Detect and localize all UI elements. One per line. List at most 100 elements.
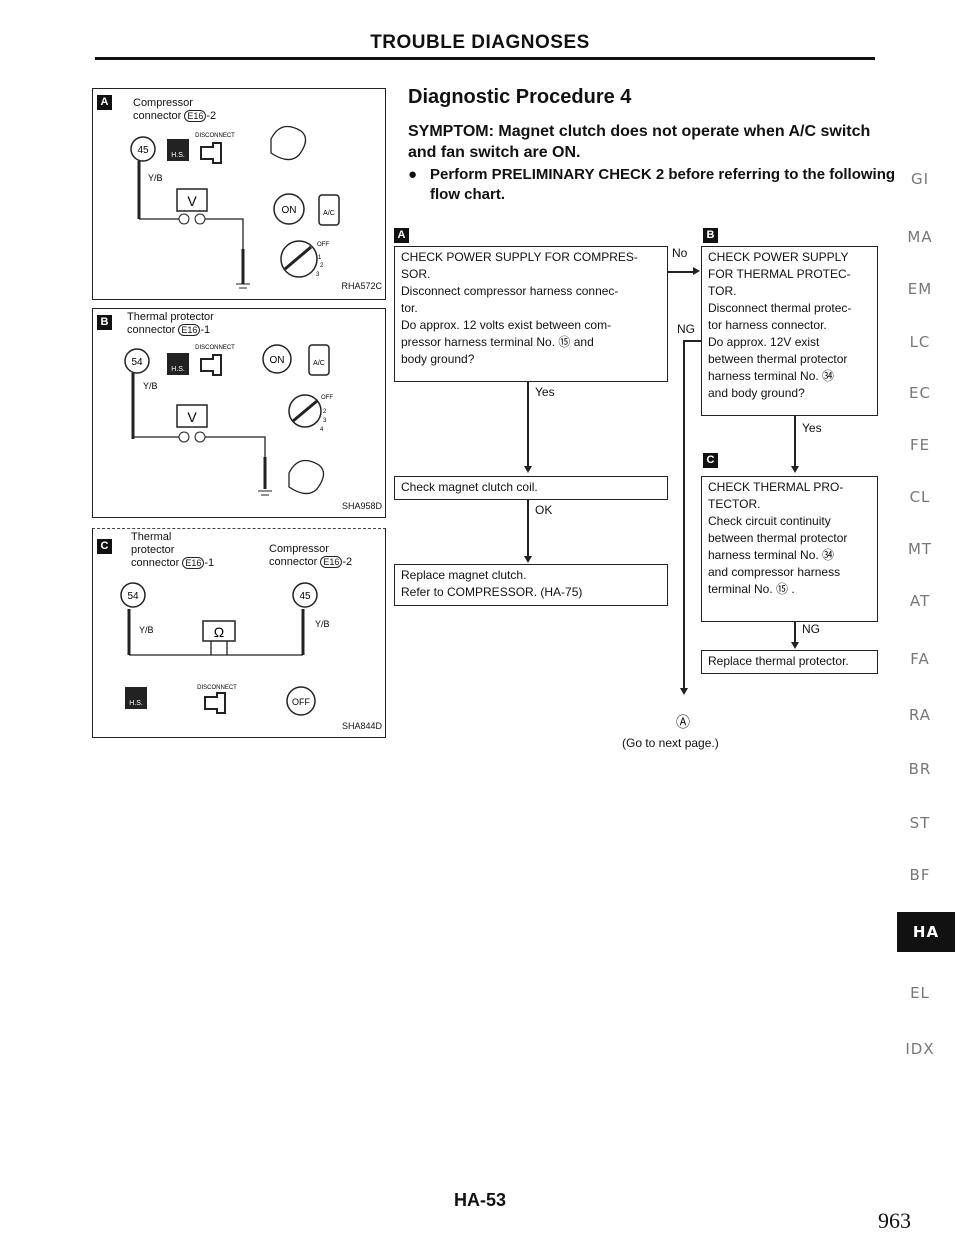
section-tab-br[interactable]: BR	[908, 760, 932, 778]
svg-text:2: 2	[320, 263, 324, 269]
ohmmeter-icon	[202, 620, 236, 642]
page-title: TROUBLE DIAGNOSES	[370, 32, 590, 53]
replace-thermal-protector-box: Replace thermal protector.	[701, 650, 878, 674]
figure-reference: RHA572C	[341, 281, 382, 291]
svg-text:A/C: A/C	[323, 210, 335, 217]
flow-label-c: C	[703, 453, 718, 468]
check-compressor-power-box: CHECK POWER SUPPLY FOR COMPRES- SOR. Dis…	[394, 246, 668, 382]
harness-side-icon	[167, 139, 189, 161]
arrow-down-icon	[791, 642, 799, 649]
svg-text:OFF: OFF	[321, 395, 333, 401]
section-tab-gi[interactable]: GI	[910, 170, 930, 188]
svg-text:H.S.: H.S.	[171, 366, 185, 373]
svg-text:3: 3	[323, 418, 327, 424]
flow-label-a: A	[394, 228, 409, 243]
section-tab-st[interactable]: ST	[909, 814, 931, 832]
svg-text:4: 4	[320, 427, 324, 433]
ignition-on-icon	[262, 344, 292, 374]
connector-terminal-icon: 45	[130, 136, 156, 162]
flow-yes-label: Yes	[802, 421, 822, 435]
arrow-down-icon	[524, 556, 532, 563]
flow-connector	[527, 382, 529, 466]
flow-label-b: B	[703, 228, 718, 243]
connector-terminal-icon	[292, 582, 318, 608]
svg-text:H.S.: H.S.	[129, 700, 143, 707]
connector-terminal-icon	[124, 348, 150, 374]
flow-connector	[527, 500, 529, 556]
check-magnet-clutch-coil-box: Check magnet clutch coil.	[394, 476, 668, 500]
page-code: HA-53	[453, 1190, 506, 1210]
svg-text:54: 54	[127, 591, 139, 602]
disconnect-icon	[200, 142, 222, 164]
section-tab-el[interactable]: EL	[910, 984, 930, 1002]
flow-ng-label: NG	[802, 622, 820, 636]
section-tab-fe[interactable]: FE	[909, 436, 931, 454]
section-tab-ha[interactable]: HA	[897, 912, 955, 952]
svg-text:A/C: A/C	[313, 360, 325, 367]
section-tab-cl[interactable]: CL	[909, 488, 931, 506]
page-number: 963	[878, 1208, 911, 1233]
connector-label: Thermal protector connector E16-1	[127, 311, 214, 336]
svg-text:Ω: Ω	[214, 624, 224, 640]
flow-ok-label: OK	[535, 503, 553, 517]
circuit-diagram-a: 45 H.S. DISCONNECT Y/B V ON A/C OFF 1 2	[130, 125, 340, 289]
section-tab-ec[interactable]: EC	[909, 384, 931, 402]
connector-terminal-icon	[120, 582, 146, 608]
diagram-letter-c: C	[97, 539, 112, 554]
disconnect-icon	[200, 354, 222, 376]
flow-connector	[683, 340, 701, 342]
ignition-on-icon: ON	[273, 193, 305, 225]
arrow-down-icon	[680, 688, 688, 695]
section-tab-fa[interactable]: FA	[910, 650, 930, 668]
section-tab-em[interactable]: EM	[907, 280, 933, 298]
ignition-off-icon	[286, 686, 316, 716]
header-rule	[95, 57, 875, 60]
arrow-down-icon	[524, 466, 532, 473]
svg-text:2: 2	[323, 409, 327, 415]
diagram-panel-a: A Compressor connector E16-2 45 H.S. DIS…	[92, 88, 386, 300]
replace-magnet-clutch-box: Replace magnet clutch. Refer to COMPRESS…	[394, 564, 668, 606]
diagram-panel-b: B Thermal protector connector E16-1 54 H…	[92, 308, 386, 518]
section-tab-idx[interactable]: IDX	[905, 1040, 935, 1058]
section-tab-ma[interactable]: MA	[907, 228, 933, 246]
check-thermal-protector-power-box: CHECK POWER SUPPLY FOR THERMAL PROTEC- T…	[701, 246, 878, 416]
svg-text:V: V	[187, 409, 197, 425]
section-tab-mt[interactable]: MT	[907, 540, 933, 558]
svg-text:DISCONNECT: DISCONNECT	[197, 685, 237, 691]
arrow-down-icon	[791, 466, 799, 473]
section-tab-bf[interactable]: BF	[909, 866, 931, 884]
disconnect-icon	[204, 692, 226, 714]
svg-text:Y/B: Y/B	[148, 173, 163, 183]
compressor-connector-label: Compressor connector E16-2	[269, 543, 353, 568]
procedure-title: Diagnostic Procedure 4	[408, 86, 632, 108]
svg-text:3: 3	[316, 272, 320, 278]
figure-reference: SHA844D	[341, 721, 382, 731]
flow-connector	[794, 622, 796, 644]
ac-switch-icon: A/C	[318, 194, 340, 226]
symptom-text: SYMPTOM: Magnet clutch does not operate …	[408, 123, 871, 161]
section-tab-at[interactable]: AT	[909, 592, 931, 610]
circuit-diagram-c: 54 45 Y/B Y/B Ω H.S. DISCONNECT OFF	[120, 582, 330, 716]
connector-label: Compressor connector E16-2	[133, 97, 217, 122]
check-thermal-protector-box: CHECK THERMAL PRO- TECTOR. Check circuit…	[701, 476, 878, 622]
ac-switch-icon	[308, 344, 330, 376]
svg-text:DISCONNECT: DISCONNECT	[195, 133, 235, 139]
section-tab-ra[interactable]: RA	[908, 706, 932, 724]
hand-plug-icon	[270, 125, 307, 161]
arrow-right-icon	[693, 267, 700, 275]
svg-text:ON: ON	[270, 355, 285, 366]
voltmeter-icon	[176, 404, 208, 428]
goto-marker: Ⓐ	[676, 714, 690, 730]
svg-text:1: 1	[318, 255, 322, 261]
svg-text:V: V	[187, 193, 197, 209]
goto-next-page-text: (Go to next page.)	[622, 736, 719, 750]
flow-connector	[794, 416, 796, 466]
svg-text:45: 45	[299, 591, 311, 602]
svg-text:Y/B: Y/B	[143, 381, 158, 391]
section-tab-lc[interactable]: LC	[909, 333, 931, 351]
figure-reference: SHA958D	[341, 501, 382, 511]
flow-connector	[668, 271, 694, 273]
svg-text:H.S.: H.S.	[171, 152, 185, 159]
bullet-icon: ●	[408, 166, 418, 183]
voltmeter-icon	[176, 188, 208, 212]
